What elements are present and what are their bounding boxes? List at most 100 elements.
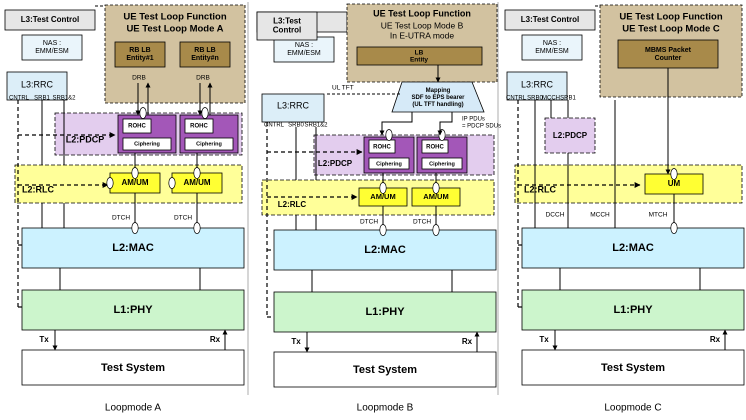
panel-caption: Loopmode B [357, 403, 414, 414]
rrc-label: L3:RRC [521, 79, 554, 89]
test-control-label: L3:Test Control [21, 15, 80, 24]
panel-caption: Loopmode A [105, 403, 161, 414]
sap-ellipse [131, 222, 139, 234]
mtch-label: MTCH [649, 212, 668, 219]
rlc-label: L2:RLC [22, 184, 54, 194]
rrc-port-srb1: SRB1 [560, 96, 576, 102]
phy-box [21, 289, 245, 331]
mac-label: L2:MAC [612, 242, 654, 254]
amum-label: AM/UM [183, 178, 210, 187]
test-system-box [273, 351, 497, 388]
sap-ellipse [201, 107, 209, 119]
test-control-box [504, 9, 596, 31]
drb-label: DRB [132, 75, 146, 82]
test-system-box [521, 349, 745, 386]
loop-function-title: UE Test Loop Function [373, 8, 471, 18]
rrc-port-mcch: MCCH [542, 96, 560, 102]
rrc-port-cntrl: CNTRL [264, 123, 285, 129]
rrc-port-srb12: SRB1&2 [52, 96, 76, 102]
ip-pdus-label: IP PDUs= PDCP SDUs [462, 116, 501, 129]
rohc-box [184, 118, 214, 134]
ul-tft-label: UL TFT [332, 85, 354, 92]
rohc-label: ROHC [128, 124, 146, 130]
amum-label: AM/UM [370, 192, 395, 201]
rrc-box [261, 93, 325, 123]
amum-label: AM/UM [423, 192, 448, 201]
loop-function-title: UE Test Loop Function [619, 12, 722, 23]
drb-label: DRB [196, 75, 210, 82]
mapping-pdcp-link [379, 112, 413, 136]
rrc-port-srb0: SRB0 [527, 96, 543, 102]
ciphering-label: Ciphering [196, 141, 222, 147]
ciphering-label: Ciphering [376, 161, 402, 167]
mcch-label: MCCH [590, 212, 610, 219]
rx-label: Rx [710, 335, 721, 344]
sap-ellipse [193, 222, 201, 234]
rlc-label: L2:RLC [524, 184, 556, 194]
sap-ellipse [385, 129, 393, 141]
ciphering-label: Ciphering [134, 141, 160, 147]
rohc-label: ROHC [190, 124, 208, 130]
mac-box [521, 227, 745, 269]
tx-label: Tx [291, 337, 301, 346]
phy-label: L1:PHY [113, 304, 153, 316]
loop-function-box [346, 3, 498, 83]
rohc-box [368, 139, 396, 154]
rohc-box [421, 139, 449, 154]
mac-label: L2:MAC [364, 244, 406, 256]
um-label: UM [668, 179, 681, 188]
rrc-port-cntrl: CNTRL [506, 96, 527, 102]
loop-function-title: UE Test Loop Function [123, 12, 226, 23]
test-system-box [21, 349, 245, 386]
ciphering-box [184, 137, 234, 151]
rrc-port-cntrl: CNTRL [9, 96, 30, 102]
tx-label: Tx [539, 335, 549, 344]
loop-function-extra: In E-UTRA mode [390, 30, 455, 40]
sap-ellipse [193, 167, 201, 179]
sap-ellipse [379, 224, 387, 236]
rx-label: Rx [462, 337, 473, 346]
pdcp-region [544, 117, 596, 154]
sap-ellipse [168, 177, 176, 189]
pdcp-label: L2:PDCP [318, 159, 353, 168]
panel-caption: Loopmode C [604, 403, 661, 414]
test-system-label: Test System [601, 362, 665, 374]
test-control-label: L3:Test Control [521, 15, 580, 24]
rrc-label: L3:RRC [21, 79, 54, 89]
dtch-label: DTCH [360, 219, 378, 226]
sap-ellipse [670, 222, 678, 234]
ciphering-label: Ciphering [429, 161, 455, 167]
phy-label: L1:PHY [365, 306, 405, 318]
rx-label: Rx [210, 335, 221, 344]
loop-function-subtitle: UE Test Loop Mode B [381, 20, 464, 30]
amum-label: AM/UM [121, 178, 148, 187]
nas-box [521, 34, 583, 61]
sap-ellipse [432, 224, 440, 236]
pdcp-label: L2:PDCP [66, 134, 105, 144]
rrc-label: L3:RRC [277, 100, 310, 110]
phy-label: L1:PHY [613, 304, 653, 316]
rohc-label: ROHC [426, 145, 444, 151]
sap-ellipse [106, 177, 114, 189]
sap-ellipse [379, 182, 387, 194]
phy-box [521, 289, 745, 331]
dtch-label: DTCH [413, 219, 431, 226]
rrc-port-srb0: SRB0 [288, 123, 304, 129]
mac-box [273, 229, 497, 271]
mapping-box [391, 81, 485, 113]
nas-label: NAS :EMM/ESM [287, 42, 321, 57]
rrc-port-srb12: SRB1&2 [304, 123, 328, 129]
mbms-counter-box [617, 39, 719, 69]
test-control-box [4, 9, 96, 31]
rlc-label: L2:RLC [278, 200, 307, 209]
sap-ellipse [139, 107, 147, 119]
rrc-port-srb1: SRB1 [34, 96, 50, 102]
ciphering-box [122, 137, 172, 151]
loop-function-subtitle: UE Test Loop Mode A [126, 24, 223, 35]
rohc-box [122, 118, 152, 134]
test-control-box [256, 11, 318, 41]
